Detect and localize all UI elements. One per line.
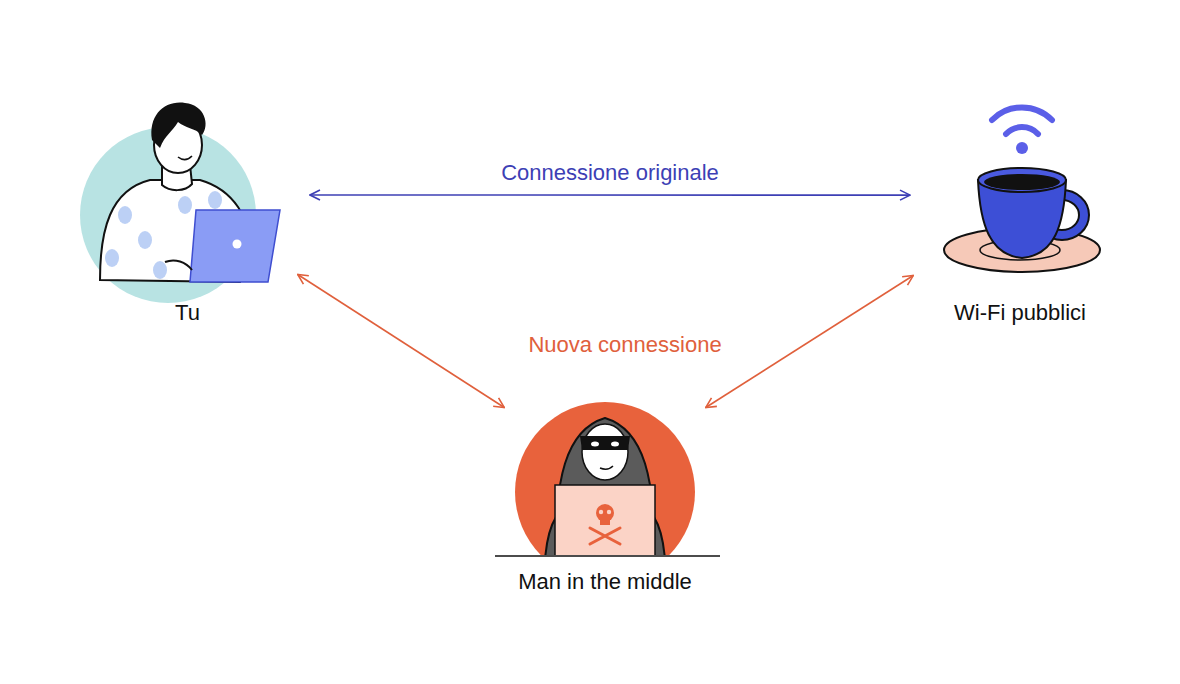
hacker-illustration (495, 402, 720, 582)
connection-arrow (310, 194, 910, 196)
illustrated-node: Tu (75, 100, 300, 330)
connection-label: Connessione originale (495, 160, 725, 186)
person-illustration (80, 103, 280, 303)
node-label: Man in the middle (514, 569, 696, 599)
connection-arrow (298, 275, 505, 408)
node-label: Tu (171, 300, 204, 330)
coffee-cup-illustration (944, 107, 1100, 272)
connection-arrow (706, 276, 914, 408)
illustrated-node: Man in the middle (505, 395, 705, 605)
connection-label: Nuova connessione (522, 332, 727, 358)
illustrated-node: Wi-Fi pubblici (920, 95, 1120, 330)
node-label: Wi-Fi pubblici (950, 300, 1090, 330)
